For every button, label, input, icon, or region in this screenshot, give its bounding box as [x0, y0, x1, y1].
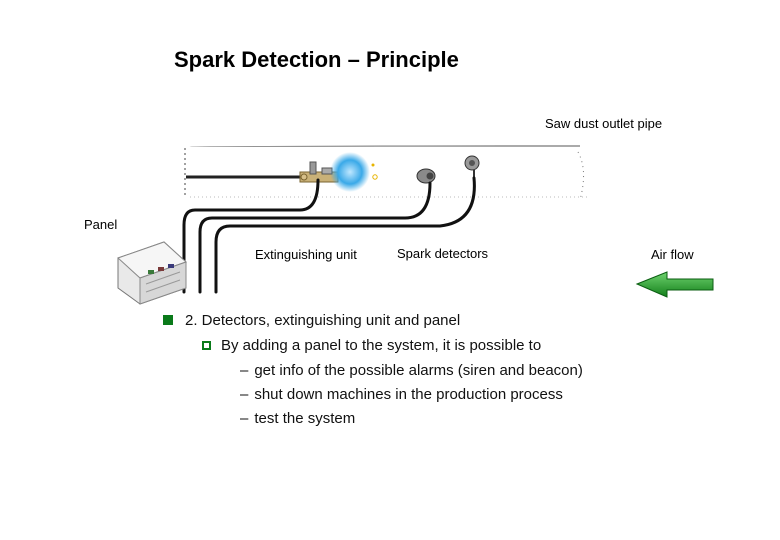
- bullet-text: 2. Detectors, extinguishing unit and pan…: [185, 312, 461, 329]
- bullet-level3: –test the system: [240, 410, 355, 427]
- bullet-level2: By adding a panel to the system, it is p…: [202, 337, 541, 354]
- bullet-level3: –get info of the possible alarms (siren …: [240, 362, 583, 379]
- dash-marker: –: [240, 410, 249, 427]
- left-arrow-icon: [635, 271, 714, 298]
- square-bullet-icon: [163, 315, 173, 325]
- spark-detector-1: [416, 168, 436, 184]
- detector-cables: [182, 176, 476, 294]
- control-panel: [117, 241, 187, 305]
- bullet-text: shut down machines in the production pro…: [254, 386, 563, 403]
- extinguishing-unit-label: Extinguishing unit: [255, 247, 357, 262]
- bullet-level1: 2. Detectors, extinguishing unit and pan…: [163, 312, 460, 329]
- dash-marker: –: [240, 362, 249, 379]
- hollow-square-bullet-icon: [202, 341, 211, 350]
- panel-label: Panel: [84, 217, 118, 232]
- spark-detector-2: [464, 155, 480, 178]
- spark-dot: [372, 174, 378, 180]
- page-title: Spark Detection – Principle: [174, 47, 459, 72]
- bullet-text: get info of the possible alarms (siren a…: [254, 362, 583, 379]
- bullet-level3: –shut down machines in the production pr…: [240, 386, 563, 403]
- dash-marker: –: [240, 386, 249, 403]
- spark-detectors-label: Spark detectors: [397, 246, 489, 261]
- spark-glow: [330, 152, 370, 192]
- saw-dust-outlet-pipe: [184, 145, 590, 201]
- spark-dot: [371, 163, 375, 167]
- air-flow-label: Air flow: [651, 247, 694, 262]
- bullet-text: test the system: [254, 410, 356, 427]
- pipe-label: Saw dust outlet pipe: [545, 116, 663, 131]
- bullet-text: By adding a panel to the system, it is p…: [221, 337, 542, 354]
